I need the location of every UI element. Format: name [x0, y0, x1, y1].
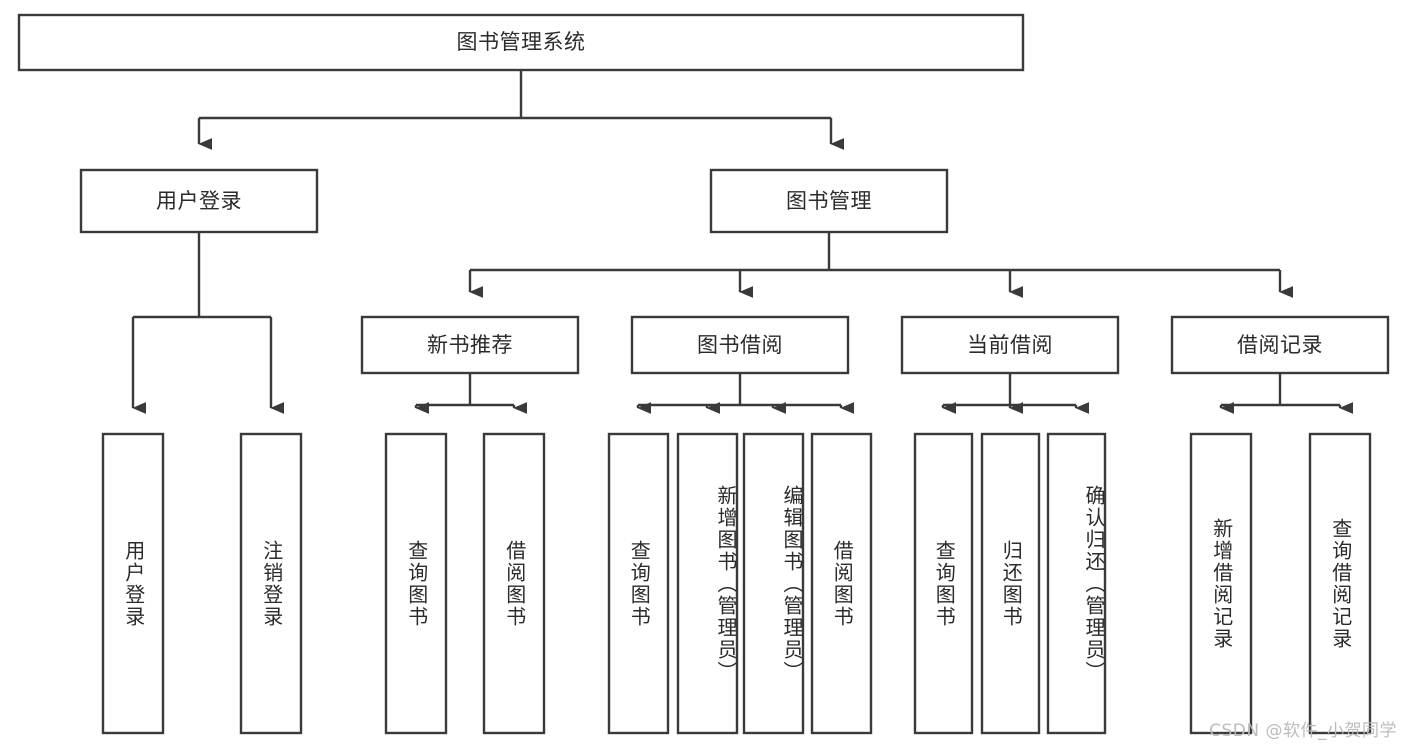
leaf-box-query-book-newbook[interactable]	[384, 432, 448, 735]
leaf-box-return-book[interactable]	[980, 432, 1041, 735]
node-book-mgmt-box[interactable]	[709, 168, 949, 234]
leaf-box-borrow-book[interactable]	[810, 432, 873, 735]
leaf-box-edit-book-admin[interactable]	[742, 432, 805, 735]
node-user-login-box[interactable]	[79, 168, 319, 234]
node-root-box[interactable]	[17, 13, 1025, 72]
leaf-box-confirm-return-admin[interactable]	[1046, 432, 1107, 735]
node-new-book-box[interactable]	[360, 315, 580, 375]
leaf-box-query-record[interactable]	[1308, 432, 1372, 735]
leaf-box-add-book-admin[interactable]	[676, 432, 739, 735]
leaf-box-query-book-current[interactable]	[913, 432, 974, 735]
leaf-box-query-book-borrow[interactable]	[607, 432, 670, 735]
csdn-watermark: CSDN @软件_小贺同学	[1209, 721, 1397, 741]
leaf-box-add-record[interactable]	[1189, 432, 1253, 735]
leaf-box-logout[interactable]	[239, 432, 303, 735]
node-book-borrow-box[interactable]	[630, 315, 850, 375]
leaf-box-user-login[interactable]	[101, 432, 165, 735]
node-borrow-record-box[interactable]	[1170, 315, 1390, 375]
leaf-box-borrow-book-newbook[interactable]	[482, 432, 546, 735]
node-current-borrow-box[interactable]	[900, 315, 1120, 375]
